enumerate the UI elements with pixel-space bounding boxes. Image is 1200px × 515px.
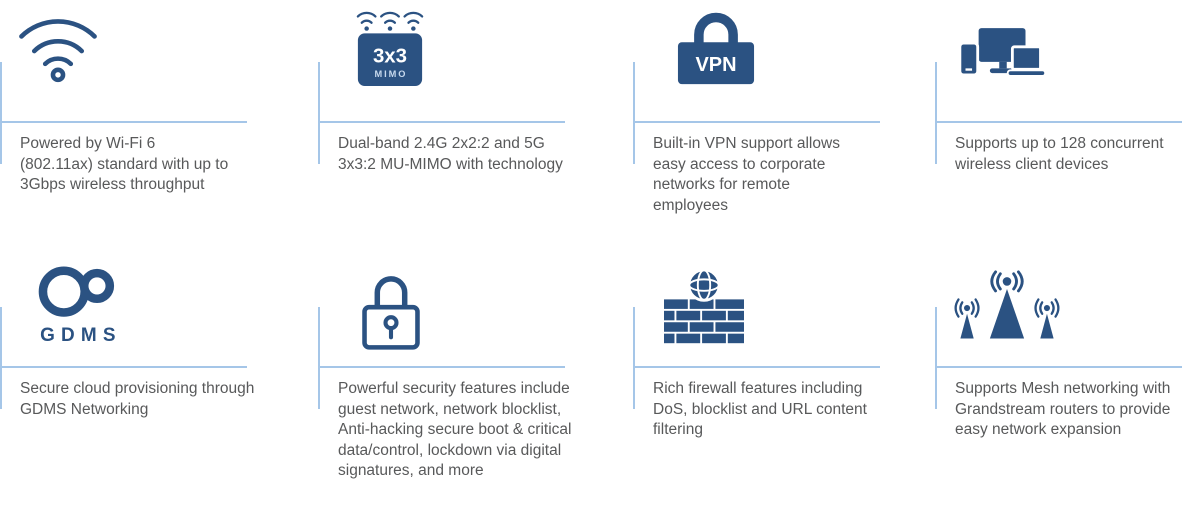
client-devices-icon xyxy=(958,26,1048,92)
accent-hline xyxy=(0,366,247,368)
feature-card-firewall: Rich firewall features including DoS, bl… xyxy=(633,245,935,515)
icon-area xyxy=(633,245,935,367)
feature-text: Rich firewall features including DoS, bl… xyxy=(653,380,867,438)
icon-area: VPN xyxy=(633,0,935,122)
accent-hline xyxy=(633,366,880,368)
feature-text: Powerful security features include guest… xyxy=(338,380,572,479)
accent-hline xyxy=(318,121,565,123)
icon-area xyxy=(318,245,633,367)
feature-text: Dual-band 2.4G 2x2:2 and 5G 3x3:2 MU-MIM… xyxy=(338,135,563,173)
firewall-icon xyxy=(662,267,746,347)
feature-text: Secure cloud provisioning through GDMS N… xyxy=(20,380,255,418)
accent-hline xyxy=(935,366,1182,368)
icon-area xyxy=(0,0,318,122)
feature-card-security: Powerful security features include guest… xyxy=(318,245,633,515)
icon-area: GDMS xyxy=(0,245,318,367)
accent-vline xyxy=(935,307,937,409)
security-lock-icon xyxy=(358,267,424,351)
vpn-lock-icon: VPN xyxy=(672,8,760,86)
accent-vline xyxy=(935,62,937,164)
accent-vline xyxy=(0,62,2,164)
feature-card-mimo: 3x3 MIMO Dual-band 2.4G 2x2:2 and 5G 3x3… xyxy=(318,0,633,245)
accent-vline xyxy=(318,62,320,164)
accent-hline xyxy=(935,121,1182,123)
accent-vline xyxy=(633,307,635,409)
accent-vline xyxy=(318,307,320,409)
feature-card-vpn: VPN Built-in VPN support allows easy acc… xyxy=(633,0,935,245)
feature-text: Supports Mesh networking with Grandstrea… xyxy=(955,380,1171,438)
feature-card-client-devices: Supports up to 128 concurrent wireless c… xyxy=(935,0,1200,245)
accent-hline xyxy=(318,366,565,368)
feature-card-wifi6: Powered by Wi-Fi 6 (802.11ax) standard w… xyxy=(0,0,318,245)
accent-vline xyxy=(0,307,2,409)
icon-area xyxy=(935,245,1200,367)
vpn-badge-label: VPN xyxy=(695,54,736,76)
feature-card-mesh: Supports Mesh networking with Grandstrea… xyxy=(935,245,1200,515)
accent-hline xyxy=(633,121,880,123)
gdms-logo-label: GDMS xyxy=(40,325,122,345)
wifi6-icon xyxy=(14,9,102,84)
mimo-badge-top-label: 3x3 xyxy=(373,46,407,68)
feature-card-gdms: GDMS Secure cloud provisioning through G… xyxy=(0,245,318,515)
mesh-network-icon xyxy=(948,270,1066,348)
mimo-badge-icon: 3x3 MIMO xyxy=(354,8,426,90)
feature-text: Built-in VPN support allows easy access … xyxy=(653,135,840,214)
feature-text: Supports up to 128 concurrent wireless c… xyxy=(955,135,1164,173)
accent-hline xyxy=(0,121,247,123)
icon-area: 3x3 MIMO xyxy=(318,0,633,122)
mimo-badge-bottom-label: MIMO xyxy=(375,69,408,79)
gdms-cloud-icon: GDMS xyxy=(24,261,134,345)
icon-area xyxy=(935,0,1200,122)
feature-text: Powered by Wi-Fi 6 (802.11ax) standard w… xyxy=(20,135,229,193)
accent-vline xyxy=(633,62,635,164)
